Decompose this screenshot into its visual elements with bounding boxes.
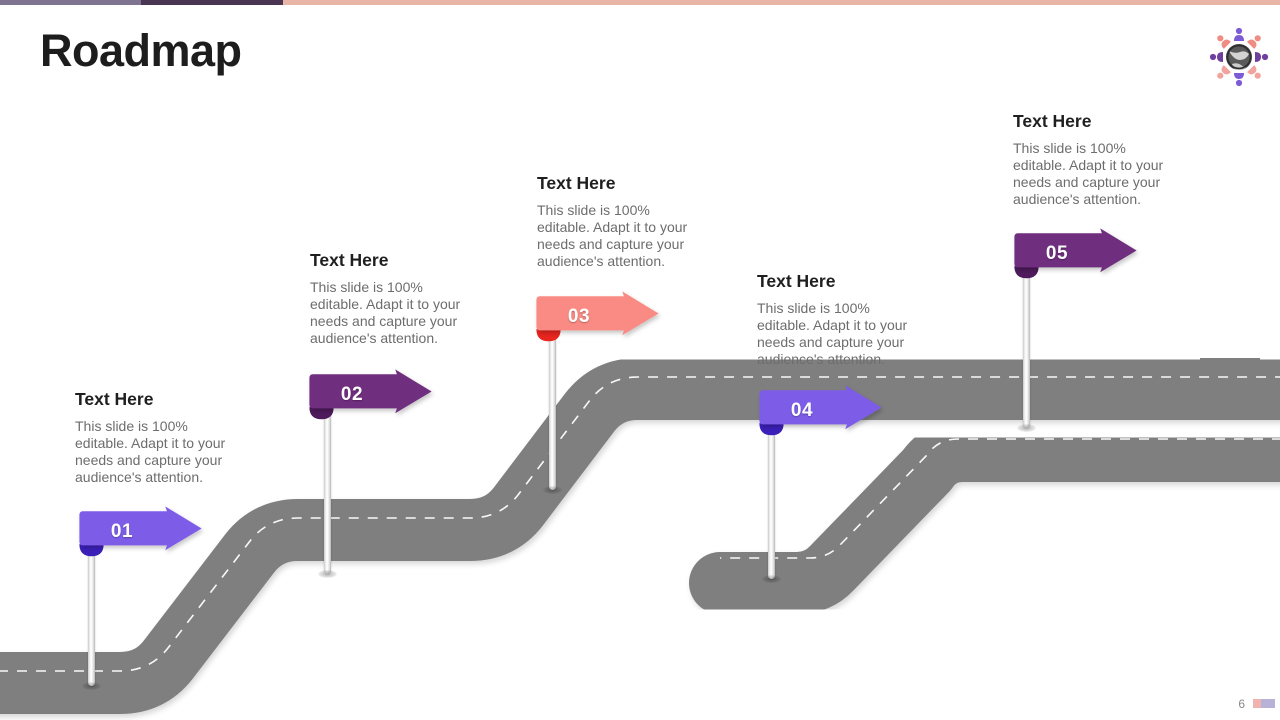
milestone-number-02: 02	[340, 384, 364, 405]
milestone-pole-03	[543, 318, 562, 494]
milestone-pole-02	[318, 396, 337, 578]
flag-banner-04	[759, 385, 882, 430]
flag-fold-02	[309, 407, 334, 420]
footer-chip-pink	[1253, 699, 1261, 708]
flag-fold-04	[759, 423, 784, 436]
milestone-body-01: This slide is 100% editable. Adapt it to…	[75, 417, 226, 486]
topbar-segment-dark-plum	[141, 0, 283, 5]
flag-fold-01	[79, 544, 104, 557]
globe-people-logo	[1205, 26, 1273, 88]
milestone-flag-01[interactable]: 01	[68, 506, 213, 558]
flag-banner-01	[79, 506, 202, 551]
milestone-flag-03[interactable]: 03	[525, 291, 670, 343]
milestone-flag-02[interactable]: 02	[298, 369, 443, 421]
milestone-flag-05[interactable]: 05	[1003, 228, 1148, 280]
footer-chip-purple	[1261, 699, 1275, 708]
milestone-flag-04[interactable]: 04	[748, 385, 893, 437]
top-accent-bar	[0, 0, 1280, 5]
milestone-pole-05	[1017, 256, 1036, 432]
milestone-number-01: 01	[110, 521, 134, 542]
milestone-number-04: 04	[790, 400, 814, 421]
milestone-title-02: Text Here	[310, 250, 389, 270]
topbar-segment-peach	[283, 0, 1280, 5]
topbar-segment-muted-purple	[0, 0, 141, 5]
flag-fold-03	[536, 329, 561, 342]
milestone-body-05: This slide is 100% editable. Adapt it to…	[1013, 139, 1164, 208]
milestone-title-05: Text Here	[1013, 111, 1092, 131]
milestone-body-04: This slide is 100% editable. Adapt it to…	[757, 299, 908, 368]
flag-banner-02	[309, 369, 432, 414]
milestone-body-02: This slide is 100% editable. Adapt it to…	[310, 278, 461, 347]
milestone-title-01: Text Here	[75, 389, 154, 409]
page-title: Roadmap	[40, 25, 242, 76]
milestone-body-03: This slide is 100% editable. Adapt it to…	[537, 201, 688, 270]
milestone-number-03: 03	[567, 306, 591, 327]
flag-banner-03	[536, 291, 659, 336]
milestone-number-05: 05	[1045, 243, 1069, 264]
milestone-title-04: Text Here	[757, 271, 836, 291]
milestone-pole-01	[82, 534, 101, 690]
milestone-pole-04	[762, 414, 781, 583]
milestone-title-03: Text Here	[537, 173, 616, 193]
page-number: 6	[1238, 697, 1245, 711]
flag-banner-05	[1014, 228, 1137, 273]
flag-fold-05	[1014, 266, 1039, 279]
